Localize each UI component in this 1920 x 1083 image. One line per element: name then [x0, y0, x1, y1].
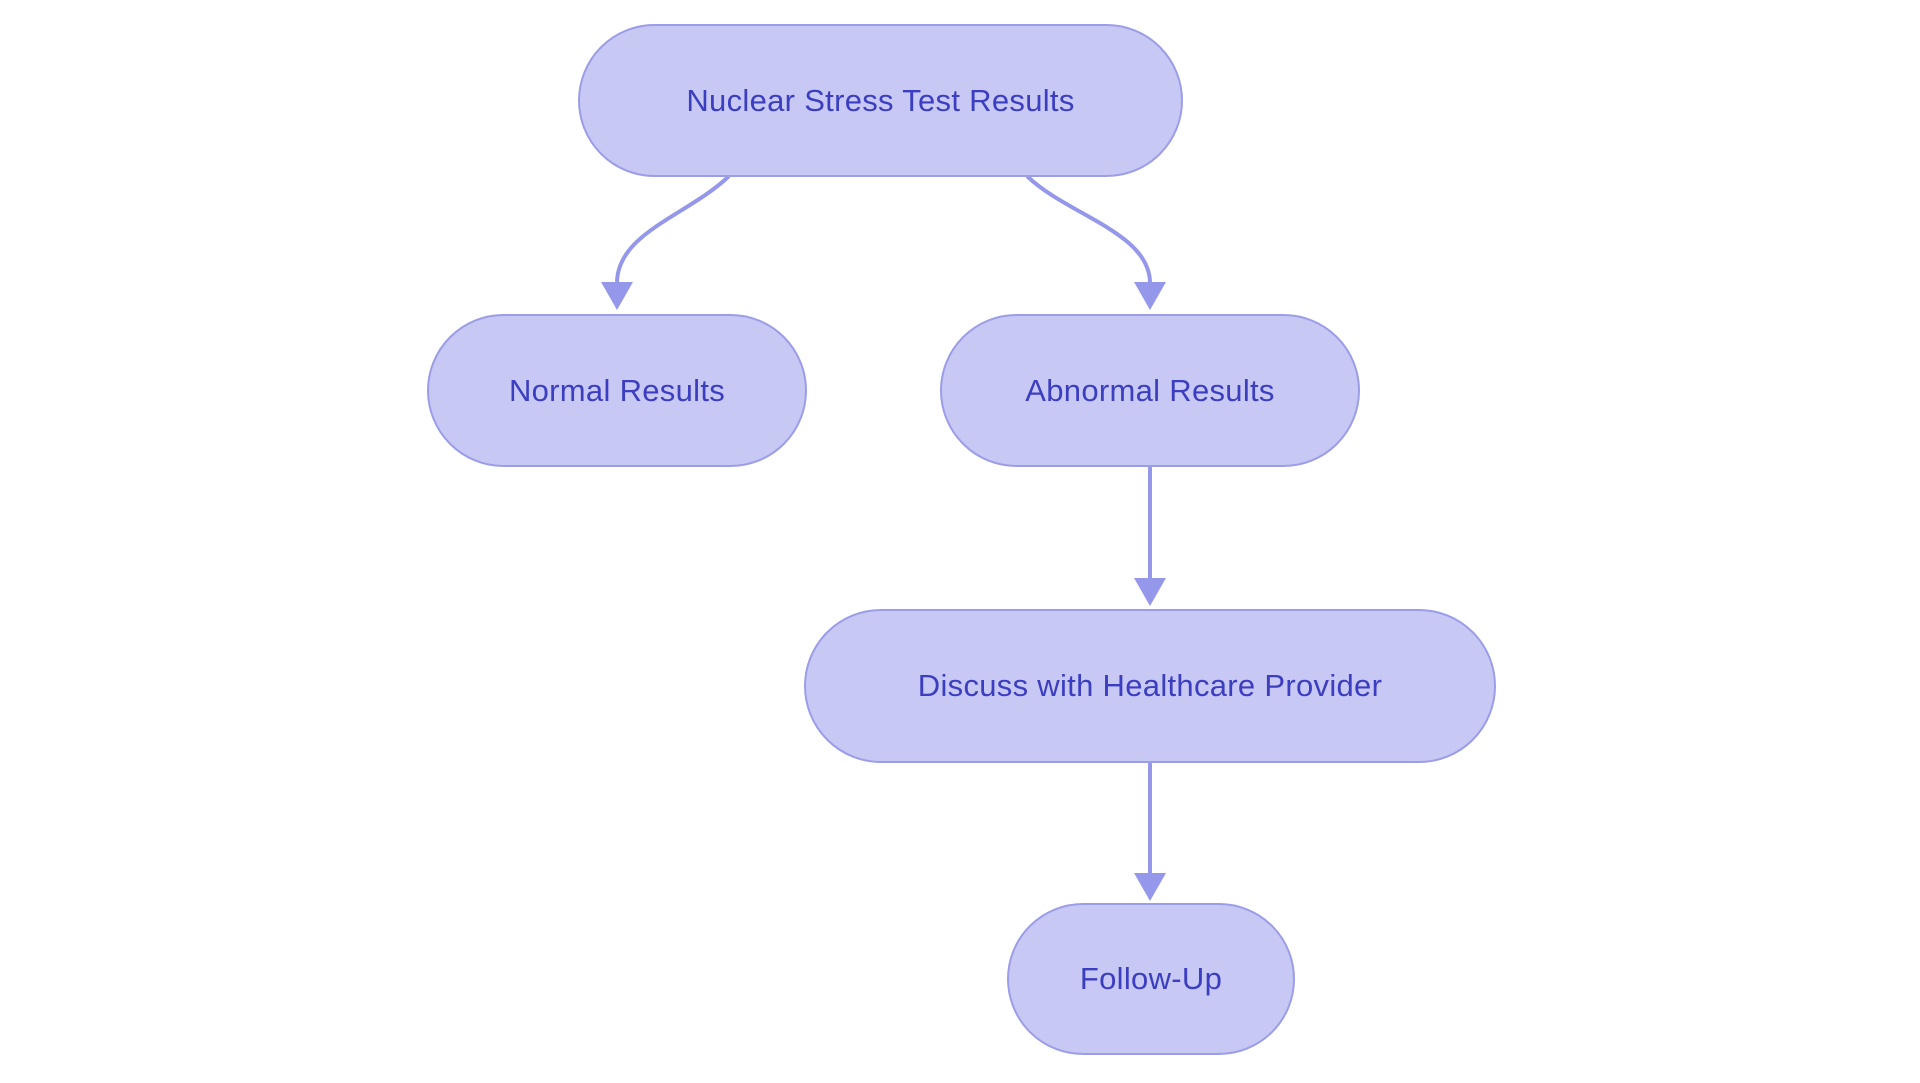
edge-root-to-abnormal-line [1026, 175, 1152, 285]
edge-root-to-abnormal-arrowhead-icon [1134, 282, 1166, 310]
node-discuss-with-healthcare-provider: Discuss with Healthcare Provider [804, 609, 1496, 763]
node-nuclear-stress-test-results-label: Nuclear Stress Test Results [686, 82, 1075, 118]
node-abnormal-results: Abnormal Results [940, 314, 1360, 467]
edge-discuss-to-followup [1134, 762, 1166, 901]
edge-abnormal-to-discuss [1134, 466, 1166, 606]
node-normal-results: Normal Results [427, 314, 807, 467]
node-normal-results-label: Normal Results [508, 372, 726, 408]
node-follow-up: Follow-Up [1007, 903, 1295, 1055]
edge-root-to-abnormal [1026, 175, 1166, 310]
edge-discuss-to-followup-arrowhead-icon [1134, 873, 1166, 901]
node-follow-up-label: Follow-Up [1079, 961, 1223, 996]
node-discuss-with-healthcare-provider-label: Discuss with Healthcare Provider [917, 668, 1383, 703]
edge-root-to-normal [601, 175, 730, 310]
edge-root-to-normal-line [615, 175, 730, 285]
edge-abnormal-to-discuss-arrowhead-icon [1134, 578, 1166, 606]
node-nuclear-stress-test-results: Nuclear Stress Test Results [578, 24, 1183, 177]
node-abnormal-results-label: Abnormal Results [1025, 372, 1275, 408]
edge-root-to-normal-arrowhead-icon [601, 282, 633, 310]
